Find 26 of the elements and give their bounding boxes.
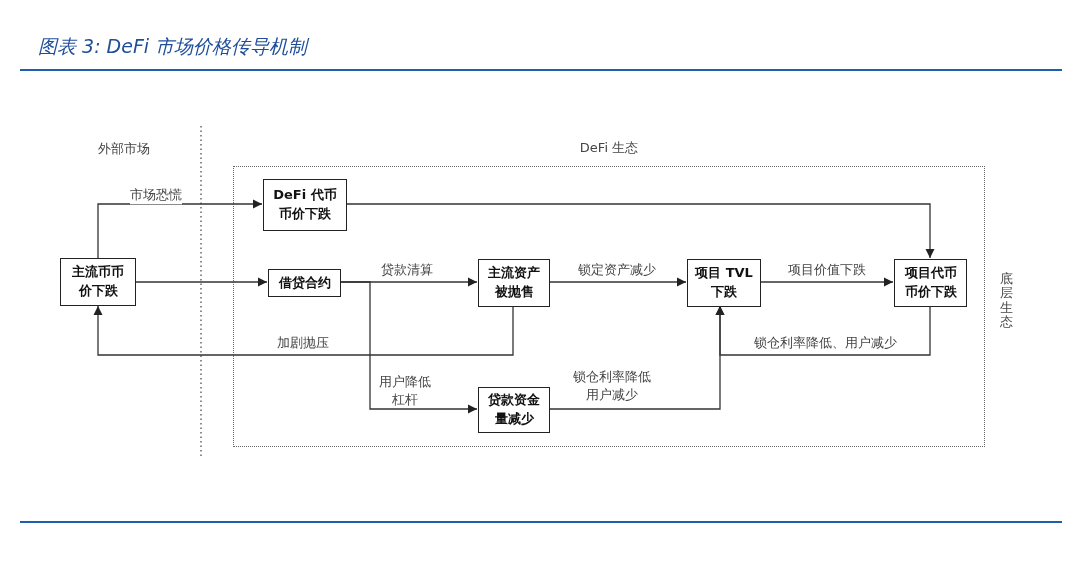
process-box: 主流币币价下跌 — [60, 258, 136, 306]
edge-label: 锁仓利率降低、用户减少 — [753, 334, 897, 352]
process-box: DeFi 代币币价下跌 — [263, 179, 347, 231]
arrow — [548, 277, 687, 287]
arrow — [135, 277, 268, 287]
edge-label: 用户降低杠杆 — [379, 372, 431, 408]
edge-label: 市场恐慌 — [130, 186, 182, 204]
edge-label: 贷款清算 — [381, 261, 433, 279]
region-label: 底层生态 — [1000, 272, 1013, 330]
arrow — [339, 281, 478, 414]
edge-label: 加剧抛压 — [277, 334, 329, 352]
arrow — [93, 305, 514, 356]
process-box: 项目代币币价下跌 — [894, 259, 967, 307]
figure-title: 图表 3: DeFi 市场价格传导机制 — [38, 34, 308, 59]
process-box: 贷款资金量减少 — [478, 387, 550, 433]
process-box: 借贷合约 — [268, 269, 341, 297]
arrow — [759, 277, 894, 287]
region-heading: DeFi 生态 — [578, 139, 640, 157]
edge-label: 锁定资产减少 — [578, 261, 656, 279]
process-box: 项目 TVL下跌 — [687, 259, 761, 307]
edge-label: 项目价值下跌 — [788, 261, 866, 279]
edge-label: 锁仓利率降低用户减少 — [572, 367, 652, 403]
arrow — [548, 305, 725, 410]
arrow — [345, 203, 935, 259]
process-box: 主流资产被抛售 — [478, 259, 550, 307]
region-label: 外部市场 — [98, 140, 150, 158]
